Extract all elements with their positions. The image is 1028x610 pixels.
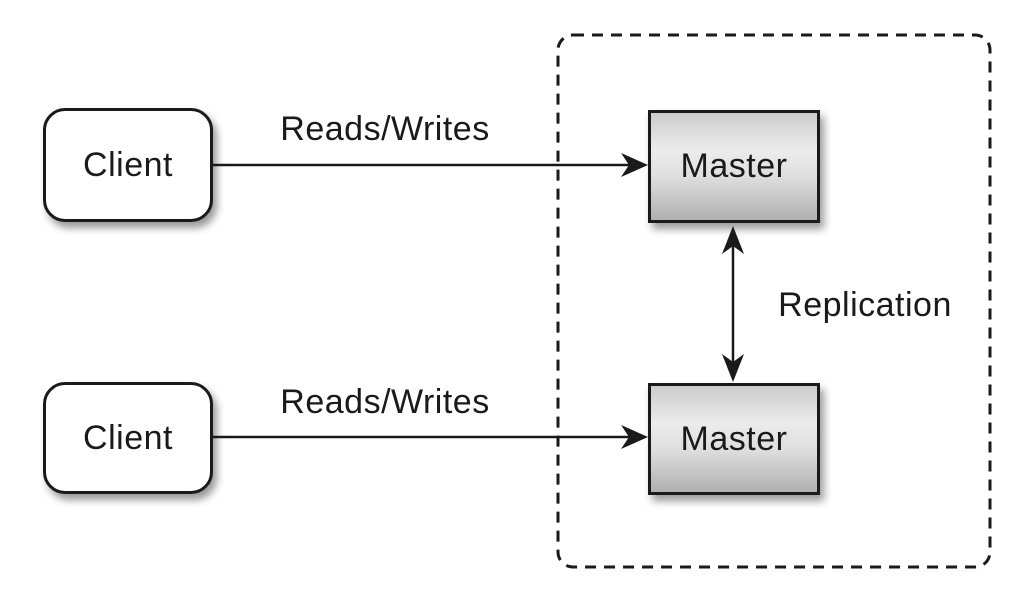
cluster-dashed-border — [556, 33, 992, 569]
client-node-bottom-label: Client — [83, 418, 173, 457]
client-node-bottom: Client — [43, 382, 213, 494]
client-node-top-label: Client — [83, 145, 173, 184]
master-node-top-label: Master — [680, 147, 788, 185]
cluster-rect — [556, 33, 992, 569]
arrowhead-up-icon — [722, 226, 744, 254]
client-node-top: Client — [43, 108, 213, 222]
reads-writes-label-top: Reads/Writes — [280, 110, 490, 148]
replication-double-arrow — [722, 226, 744, 382]
arrowhead-right-icon — [621, 425, 648, 449]
reads-writes-arrow-bottom — [213, 425, 648, 449]
arrowhead-right-icon — [621, 153, 648, 177]
master-node-top: Master — [648, 110, 820, 223]
reads-writes-label-bottom: Reads/Writes — [280, 383, 490, 421]
arrowhead-down-icon — [722, 354, 744, 382]
master-node-bottom-label: Master — [680, 419, 788, 458]
reads-writes-arrow-top — [213, 153, 648, 177]
master-node-bottom: Master — [648, 383, 820, 495]
replication-label: Replication — [778, 286, 952, 324]
